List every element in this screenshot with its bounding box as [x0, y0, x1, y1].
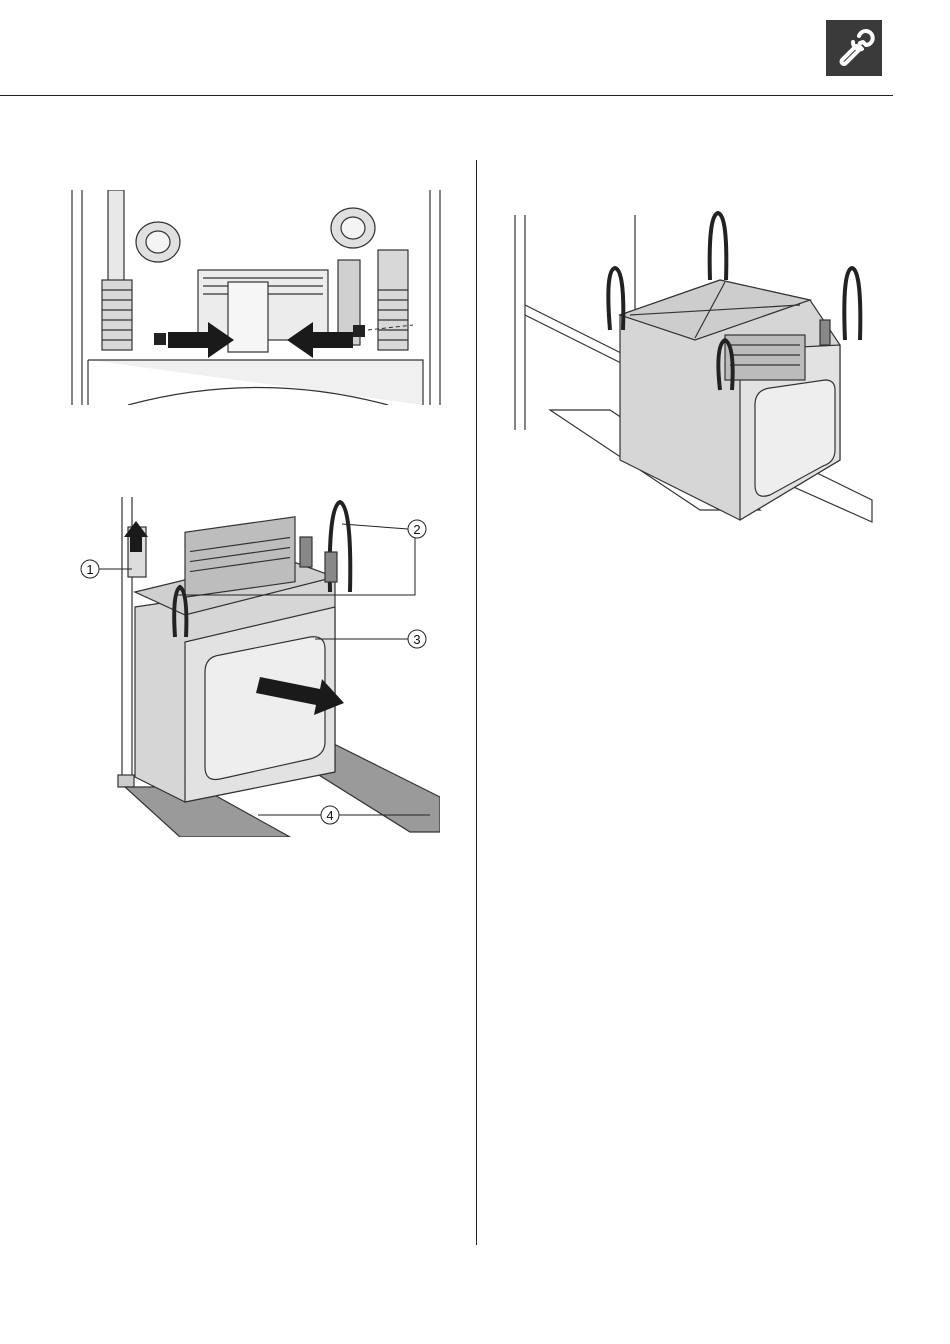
- section-badge: [826, 20, 882, 76]
- module-on-rails-figure: [510, 210, 880, 535]
- header-rule: [0, 95, 893, 96]
- svg-text:1: 1: [86, 562, 93, 577]
- disconnect-couplings-figure: [68, 190, 443, 405]
- wrench-icon: [826, 20, 882, 76]
- svg-text:2: 2: [413, 522, 420, 537]
- svg-text:4: 4: [326, 808, 333, 823]
- svg-text:3: 3: [413, 632, 420, 647]
- pull-out-module-figure: 1 2 3 4: [80, 497, 440, 837]
- column-divider: [476, 160, 477, 1245]
- callout-3: 3: [408, 630, 426, 648]
- callout-1: 1: [81, 560, 99, 578]
- callout-2: 2: [408, 520, 426, 538]
- callout-4: 4: [321, 806, 339, 824]
